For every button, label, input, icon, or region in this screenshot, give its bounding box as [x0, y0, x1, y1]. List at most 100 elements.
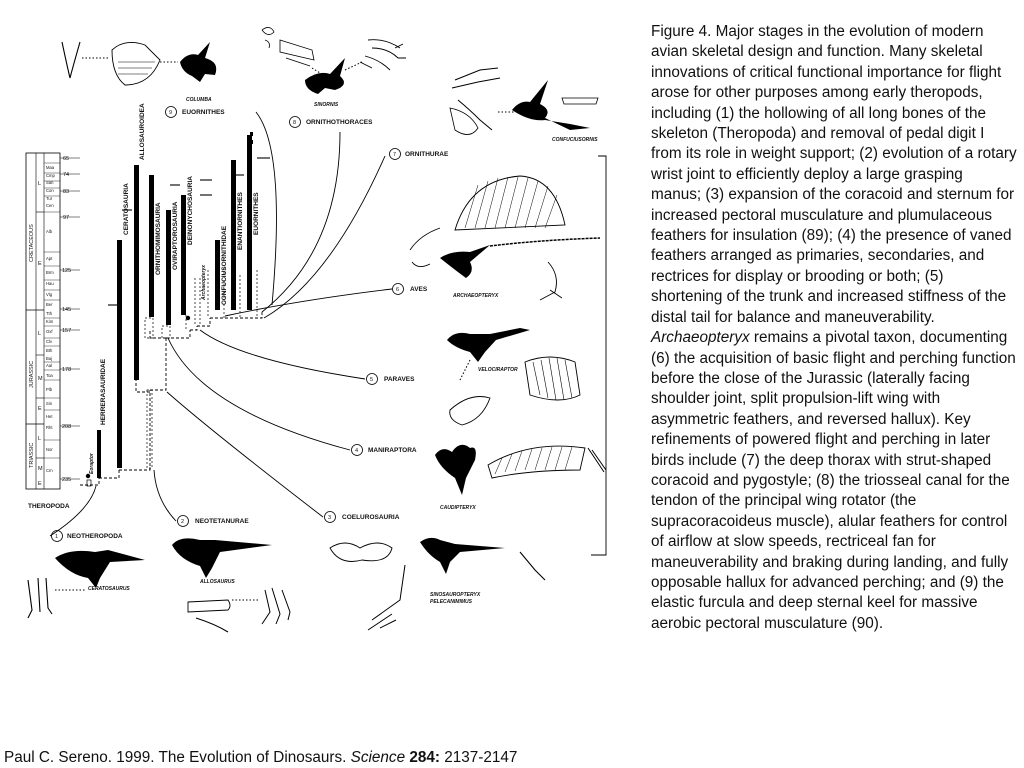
- node-9: 9 EUORNITHES: [165, 106, 225, 118]
- svg-text:Ber: Ber: [46, 302, 53, 307]
- age-label: 178: [62, 367, 71, 373]
- svg-text:Kim: Kim: [46, 319, 54, 324]
- svg-text:4: 4: [355, 448, 358, 454]
- svg-text:Toa: Toa: [46, 373, 53, 378]
- svg-text:Alb: Alb: [46, 229, 53, 234]
- genus-eoraptor: Eoraptor: [89, 452, 95, 474]
- age-label: 145: [62, 307, 71, 313]
- bar-deinonychosauria: [181, 195, 186, 315]
- citation-volume: 284:: [409, 749, 440, 766]
- period-jurassic: JURASSIC: [29, 361, 35, 388]
- clade-deinonychosauria: DEINONYCHOSAURIA: [187, 176, 194, 245]
- svg-text:Cmp: Cmp: [46, 173, 56, 178]
- bar-euornithes: [247, 135, 252, 310]
- bar-oviraptorosauria: [166, 210, 171, 325]
- svg-text:Sin: Sin: [46, 401, 53, 406]
- svg-text:COELUROSAURIA: COELUROSAURIA: [342, 514, 400, 521]
- epoch-label: M: [38, 376, 43, 382]
- svg-text:2: 2: [181, 519, 184, 525]
- epoch-label: E: [38, 406, 42, 412]
- archaeopteryx-illustration: ARCHAEOPTERYX: [409, 175, 601, 301]
- svg-text:Tth: Tth: [46, 311, 53, 316]
- age-label: 235: [62, 477, 71, 483]
- svg-text:NEOTETANURAE: NEOTETANURAE: [195, 518, 249, 525]
- stage-labels: Maa Cmp San Con Tur Cen Alb Apt Brm Hau …: [46, 165, 56, 473]
- svg-text:3: 3: [328, 515, 331, 521]
- svg-text:Cen: Cen: [46, 203, 54, 208]
- node-8: 8 ORNITHOTHORACES: [289, 116, 373, 128]
- columba-illustration: COLUMBA: [61, 41, 217, 103]
- age-label: 208: [62, 424, 71, 430]
- citation-journal: Science: [350, 749, 406, 766]
- svg-text:6: 6: [396, 287, 399, 293]
- svg-text:VELOCIRAPTOR: VELOCIRAPTOR: [478, 367, 518, 373]
- clade-ornithomimosauria: ORNITHOMIMOSAURIA: [155, 202, 162, 275]
- velociraptor-illustration: VELOCIRAPTOR: [447, 328, 581, 426]
- svg-text:ARCHAEOPTERYX: ARCHAEOPTERYX: [452, 293, 499, 299]
- svg-text:Bth: Bth: [46, 348, 53, 353]
- svg-text:Plb: Plb: [46, 387, 53, 392]
- svg-text:CERATOSAURUS: CERATOSAURUS: [88, 586, 130, 592]
- node-1: 1 NEOTHEROPODA: [51, 530, 123, 542]
- bar-enantiornithes: [231, 160, 236, 310]
- svg-text:Clv: Clv: [46, 339, 53, 344]
- caudipteryx-illustration: CAUDIPTERYX: [435, 444, 607, 511]
- caption-italic-taxon: Archaeopteryx: [651, 329, 750, 347]
- svg-text:AVES: AVES: [410, 286, 428, 293]
- node-5: 5 PARAVES: [366, 373, 415, 385]
- citation: Paul C. Sereno. 1999. The Evolution of D…: [4, 748, 517, 768]
- svg-text:9: 9: [169, 110, 172, 116]
- svg-text:CONFUCIUSORNIS: CONFUCIUSORNIS: [552, 137, 598, 143]
- confuciusornis-illustration: CONFUCIUSORNIS: [449, 67, 599, 143]
- svg-text:Apt: Apt: [46, 256, 53, 261]
- age-label: 125: [62, 268, 71, 274]
- age-label: 83: [63, 189, 69, 195]
- svg-text:ALLOSAURUS: ALLOSAURUS: [199, 579, 235, 585]
- svg-text:EUORNITHES: EUORNITHES: [182, 109, 225, 116]
- epoch-label: L: [38, 181, 41, 187]
- clade-allosauroidea: ALLOSAUROIDEA: [139, 103, 146, 160]
- svg-text:SINOSAUROPTERYX: SINOSAUROPTERYX: [430, 592, 481, 598]
- node-2: 2 NEOTETANURAE: [177, 515, 249, 527]
- svg-text:Brm: Brm: [46, 270, 54, 275]
- caption-text-continued: remains a pivotal taxon, documenting (6)…: [651, 329, 1016, 632]
- age-label: 74: [63, 172, 69, 178]
- bar-confuciusornithidae: [215, 240, 220, 310]
- clade-confuciusornithidae: CONFUCIUSORNITHIDAE: [221, 225, 228, 305]
- svg-text:7: 7: [393, 152, 396, 158]
- allosaurus-illustration: ALLOSAURUS: [172, 538, 291, 633]
- citation-pages: 2137-2147: [439, 749, 518, 766]
- svg-text:5: 5: [370, 377, 373, 383]
- svg-text:Het: Het: [46, 414, 53, 419]
- svg-text:COLUMBA: COLUMBA: [186, 97, 212, 103]
- figure-caption: Figure 4. Major stages in the evolution …: [651, 22, 1017, 634]
- svg-text:SINORNIS: SINORNIS: [314, 102, 339, 108]
- svg-text:PELECANIMIMUS: PELECANIMIMUS: [430, 599, 473, 605]
- epoch-label: L: [38, 436, 41, 442]
- svg-text:Maa: Maa: [46, 165, 55, 170]
- svg-text:1: 1: [55, 534, 58, 540]
- citation-text: Paul C. Sereno. 1999. The Evolution of D…: [4, 749, 351, 766]
- svg-text:Hau: Hau: [46, 281, 54, 286]
- bar-herrerasauridae: [97, 430, 101, 478]
- bar-ornithomimosauria: [149, 175, 154, 317]
- node-labels: 1 NEOTHEROPODA 2 NEOTETANURAE 3 COELUROS…: [51, 106, 449, 542]
- age-label: 65: [63, 156, 69, 162]
- sinornis-illustration: SINORNIS: [261, 27, 406, 108]
- node-6: 6 AVES: [392, 283, 428, 295]
- age-label: 97: [63, 215, 69, 221]
- clade-oviraptorosauria: OVIRAPTOROSAURIA: [172, 201, 179, 270]
- epoch-label: E: [38, 261, 42, 267]
- svg-text:Oxf: Oxf: [46, 329, 53, 334]
- svg-text:Tur: Tur: [46, 196, 53, 201]
- period-cretaceous: CRETACEOUS: [29, 224, 35, 262]
- svg-text:San: San: [46, 180, 54, 185]
- clade-herrerasauridae: HERRERASAURIDAE: [100, 358, 107, 425]
- ceratosaurus-illustration: CERATOSAURUS: [27, 550, 145, 619]
- clade-euornithes: EUORNITHES: [253, 192, 260, 235]
- age-label: 157: [62, 328, 71, 334]
- svg-text:Crn: Crn: [46, 468, 53, 473]
- geologic-time-scale: CRETACEOUS JURASSIC TRIASSIC L E L M E L…: [25, 152, 80, 490]
- svg-text:ORNITHOTHORACES: ORNITHOTHORACES: [306, 119, 373, 126]
